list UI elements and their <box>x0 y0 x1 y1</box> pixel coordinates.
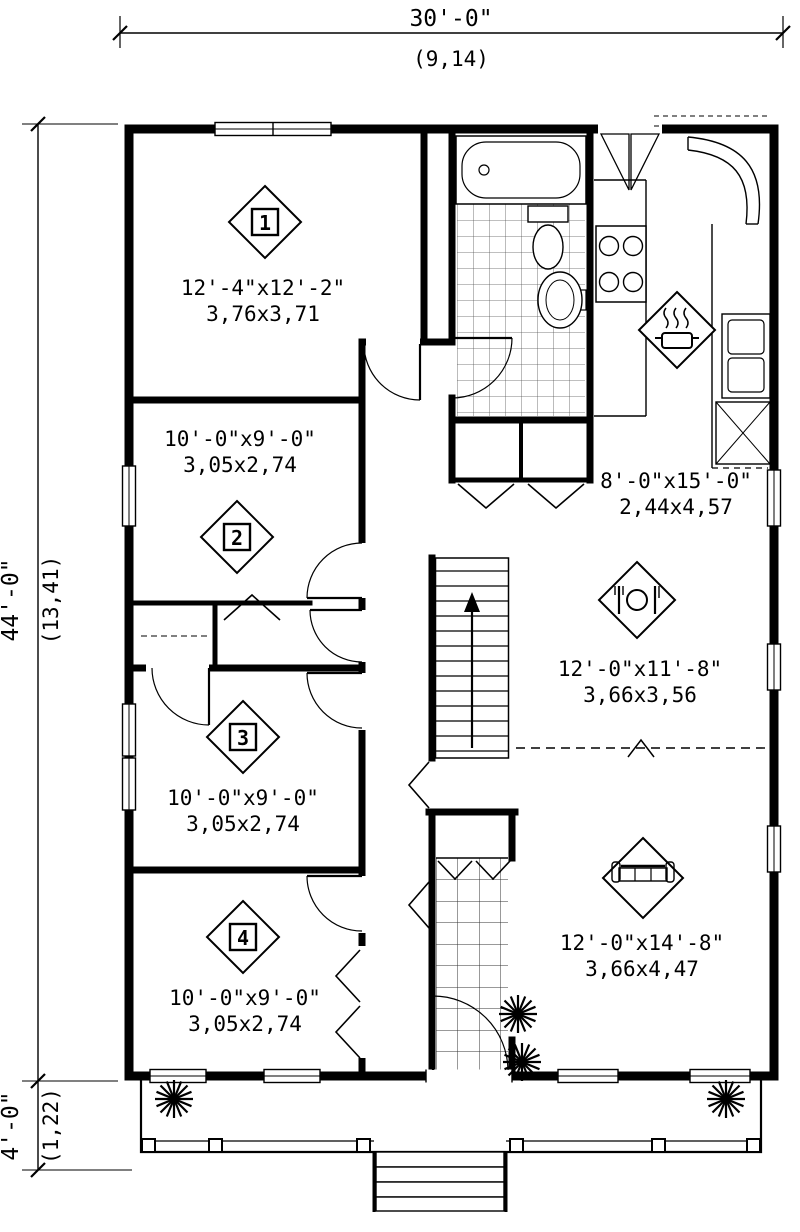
door-bedroom1 <box>363 343 422 401</box>
windows <box>121 121 782 1084</box>
window-left-1 <box>121 465 137 527</box>
plant-decoration-right <box>705 1078 747 1120</box>
dimension-top <box>112 16 791 48</box>
bifold-entry-closet-1 <box>437 860 473 881</box>
dimension-left <box>22 116 118 1089</box>
porch-depth-meters: (1,22) <box>39 1088 63 1164</box>
bedroom1-size-m: 3,76x3,71 <box>206 302 320 326</box>
room-marker-bedroom4: 4 <box>205 899 281 975</box>
overall-depth-feet: 44'-0" <box>0 558 24 641</box>
bifold-bedroom4-closet-1 <box>334 949 361 1003</box>
dining-marker <box>597 560 677 640</box>
door-bathroom <box>451 336 513 399</box>
porch-posts <box>141 1138 761 1153</box>
closet-symbols <box>141 483 585 1059</box>
kitchen-counter <box>594 136 761 468</box>
dimension-porch <box>22 1081 132 1178</box>
bedroom2-size-m: 3,05x2,74 <box>183 453 297 477</box>
kitchen-marker <box>637 290 717 370</box>
dining-place-setting-icon <box>614 586 660 614</box>
bifold-hall-linen-2 <box>407 881 430 929</box>
overall-width-meters: (9,14) <box>413 47 489 71</box>
interior-doors <box>151 336 513 932</box>
divider-chevron <box>627 738 655 758</box>
porch-depth-feet: 4'-0" <box>0 1091 24 1160</box>
porch <box>139 1078 763 1212</box>
kitchen-sink <box>721 313 771 399</box>
marker-number-1: 1 <box>259 211 271 235</box>
marker-number-3: 3 <box>237 726 249 750</box>
front-steps <box>372 1151 508 1212</box>
toilet <box>527 205 569 270</box>
door-bedroom3-closet <box>151 667 211 726</box>
door-hall <box>309 608 363 663</box>
window-left-3 <box>121 757 137 811</box>
bifold-hall-linen-1 <box>407 761 430 809</box>
window-bedroom1 <box>214 121 332 137</box>
kitchen-size-ft: 8'-0"x15'-0" <box>600 469 752 493</box>
kitchen-fixtures <box>594 136 771 468</box>
overall-depth-meters: (13,41) <box>39 556 63 645</box>
door-bedroom2 <box>306 542 363 600</box>
marker-number-2: 2 <box>231 526 243 550</box>
patio-double-door <box>598 122 662 191</box>
bifold-entry-closet-2 <box>475 860 511 881</box>
door-bedroom3 <box>306 671 363 729</box>
window-right-living <box>766 825 782 873</box>
marker-number-4: 4 <box>237 926 249 950</box>
room-marker-bedroom3: 3 <box>205 699 281 775</box>
window-front-4 <box>689 1068 751 1084</box>
window-front-1 <box>149 1068 207 1084</box>
entry-tile-floor <box>436 858 508 1071</box>
living-size-m: 3,66x4,47 <box>585 957 699 981</box>
cooking-pot-icon <box>655 307 699 349</box>
bifold-bedroom4-closet-2 <box>334 1005 361 1059</box>
bifold-bedroom2-closet <box>223 593 281 621</box>
bifold-hall-closet-2 <box>527 483 585 510</box>
living-marker <box>601 836 685 920</box>
kitchen-size-m: 2,44x4,57 <box>619 495 733 519</box>
wall-openings <box>146 335 420 1058</box>
stairs <box>434 557 510 759</box>
bifold-hall-closet-1 <box>457 483 515 510</box>
window-right-kitchen <box>766 469 782 527</box>
sofa-icon <box>611 861 675 883</box>
stove <box>595 225 647 303</box>
bedroom1-size-ft: 12'-4"x12'-2" <box>181 276 345 300</box>
open-plan-lines <box>516 115 770 758</box>
window-front-3 <box>557 1068 619 1084</box>
plant-decoration-left <box>153 1078 195 1120</box>
front-door <box>425 995 513 1083</box>
window-left-2 <box>121 703 137 757</box>
bedroom4-size-m: 3,05x2,74 <box>188 1012 302 1036</box>
bedroom3-size-ft: 10'-0"x9'-0" <box>167 786 319 810</box>
dining-size-ft: 12'-0"x11'-8" <box>558 657 722 681</box>
stairs-arrow-head <box>464 592 480 612</box>
bedroom4-size-ft: 10'-0"x9'-0" <box>169 986 321 1010</box>
window-right-dining <box>766 643 782 691</box>
plant-decoration-door-2 <box>501 1041 543 1083</box>
window-front-2 <box>263 1068 321 1084</box>
room-marker-bedroom2: 2 <box>199 499 275 575</box>
overall-width-feet: 30'-0" <box>409 6 492 32</box>
pedestal-sink <box>537 271 587 329</box>
bedroom3-size-m: 3,05x2,74 <box>186 812 300 836</box>
room-marker-bedroom1: 1 <box>227 184 303 260</box>
dining-size-m: 3,66x3,56 <box>583 683 697 707</box>
fridge <box>715 401 771 465</box>
living-size-ft: 12'-0"x14'-8" <box>560 931 724 955</box>
bathtub <box>455 135 587 205</box>
bedroom2-size-ft: 10'-0"x9'-0" <box>164 427 316 451</box>
bathroom-fixtures <box>455 135 587 329</box>
plant-decoration-door-1 <box>497 993 539 1035</box>
door-bedroom4 <box>306 874 363 932</box>
